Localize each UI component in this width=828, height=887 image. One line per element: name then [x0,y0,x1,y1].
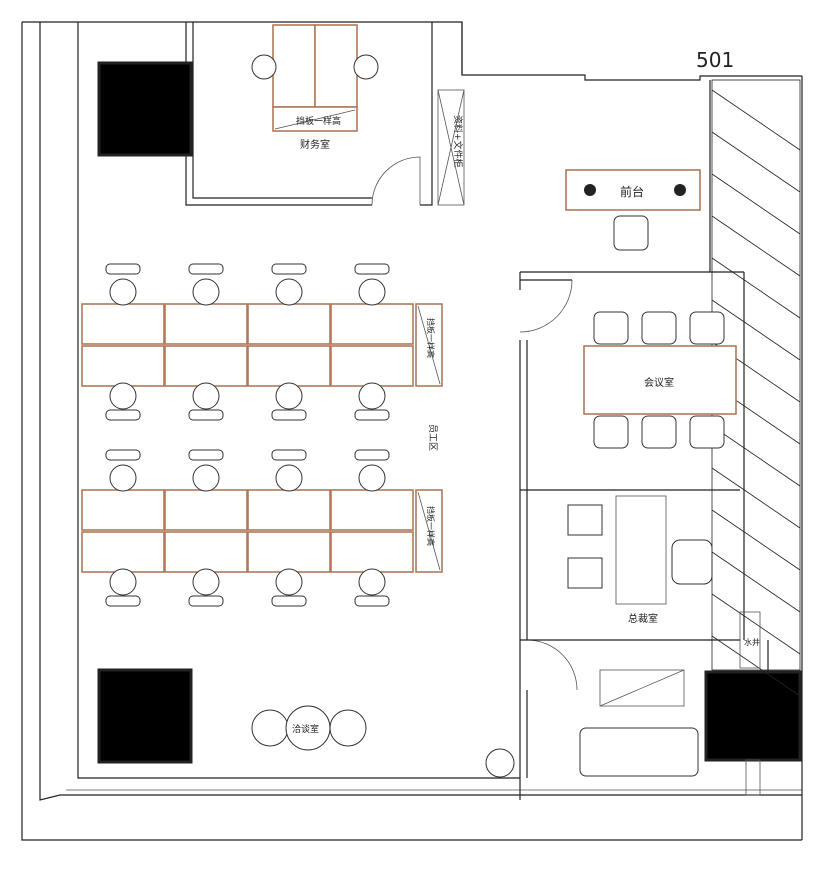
hatch-line [711,509,801,571]
chair-back [188,409,224,421]
negotiation-table [285,705,331,751]
ceo-desk [615,495,667,605]
meeting-chair [593,415,629,449]
hatch-line [711,635,801,697]
chair-back [188,595,224,607]
chair-back [188,263,224,275]
meeting-chair [593,311,629,345]
office-chair [358,382,386,410]
chair-back [105,449,141,461]
hatch-line [711,215,801,277]
column [97,668,193,764]
office-chair [192,568,220,596]
chair-back [188,449,224,461]
workstation-desk [247,345,331,387]
office-chair [192,464,220,492]
workstation-desk [330,531,414,573]
workstation-desk [81,345,165,387]
finance-room: 资料+文件柜 挡板一样高 财务室 [185,22,465,206]
office-chair [192,382,220,410]
room-label-meeting: 会议室 [644,376,674,389]
room-label-negotiation: 洽谈室 [292,723,319,735]
chair-back [271,409,307,421]
hatch-line [711,467,801,529]
room-label-reception: 前台 [620,184,644,199]
chair-back [354,595,390,607]
meeting-chair [689,415,725,449]
workstation-desk [81,303,165,345]
workstation-desk [330,345,414,387]
column [97,61,193,157]
workstation-desk [164,489,248,531]
workstation-desk [81,489,165,531]
meeting-chair [641,311,677,345]
partition-label: 挡板一样高 [296,115,341,127]
plant [485,748,515,778]
column [704,670,802,762]
office-chair [109,382,137,410]
chair-back [105,263,141,275]
workstation-desk [164,303,248,345]
unit-number: 501 [696,48,734,72]
office-chair [358,464,386,492]
office-chair [275,464,303,492]
workstation-desk [330,303,414,345]
sofa [579,727,699,777]
cabinet [437,89,465,206]
chair-back [271,595,307,607]
room-label-staff: 员工区 [427,424,438,451]
meeting-chair [641,415,677,449]
hatch-line [711,593,801,655]
office-chair [109,278,137,306]
partition-label: 挡板一样高 [426,318,436,358]
office-chair [275,278,303,306]
outer-walls [21,21,803,841]
hatch-line [711,89,801,151]
workstation-desk [330,489,414,531]
workstation-desk [247,531,331,573]
office-chair [109,464,137,492]
office-chair [358,568,386,596]
partition-label: 挡板一样高 [426,506,436,546]
chair-back [105,409,141,421]
chair-back [271,263,307,275]
office-chair [275,568,303,596]
hatch-line [711,551,801,613]
hatch-line [711,299,801,361]
chair-back [354,449,390,461]
chair-back [271,449,307,461]
chair-back [354,263,390,275]
office-chair [358,278,386,306]
staff-desks [81,263,414,607]
office-chair [275,382,303,410]
room-label-finance: 财务室 [300,138,330,151]
meeting-chair [689,311,725,345]
workstation-desk [247,489,331,531]
shaft-label: 水井 [744,637,760,647]
workstation-desk [164,531,248,573]
workstation-desk [81,531,165,573]
hatch-line [711,173,801,235]
room-label-ceo: 总裁室 [628,612,658,625]
coffee-table [599,669,685,707]
workstation-desk [247,303,331,345]
hatch-line [711,257,801,319]
inner-walls [519,271,744,800]
workstation-desk [164,345,248,387]
office-chair [192,278,220,306]
meeting-table [583,345,737,415]
hatch-line [711,131,801,193]
office-chair [109,568,137,596]
hatched-void [709,79,801,697]
cabinet-label: 资料+文件柜 [452,115,464,168]
chair-back [354,409,390,421]
hatch-line [711,425,801,487]
chair-back [105,595,141,607]
